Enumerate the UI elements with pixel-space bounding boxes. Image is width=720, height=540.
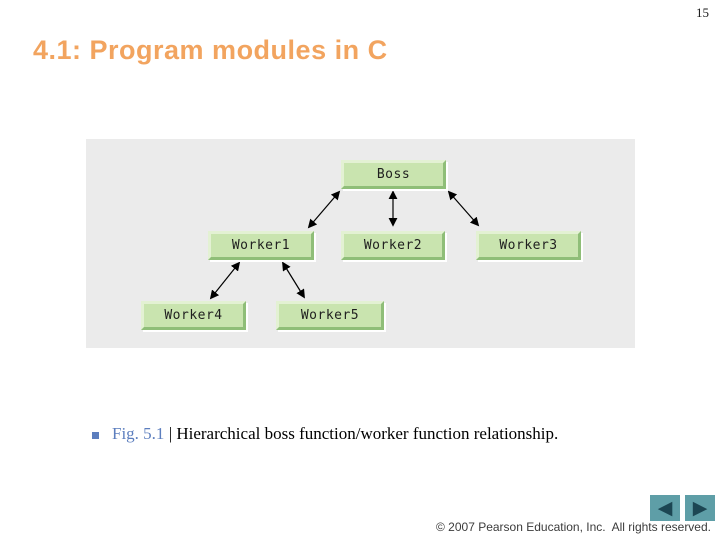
figure-caption: Fig. 5.1 | Hierarchical boss function/wo… [92, 424, 652, 444]
node-worker4: Worker4 [141, 301, 246, 330]
node-boss: Boss [341, 160, 446, 189]
node-worker5: Worker5 [276, 301, 384, 330]
page-number: 15 [696, 5, 709, 20]
caption-text: | Hierarchical boss function/worker func… [164, 424, 559, 443]
edge-boss-worker3 [447, 190, 480, 227]
node-worker3: Worker3 [476, 231, 581, 260]
nav-buttons: ◀ ▶ [650, 495, 715, 521]
edge-worker1-worker4 [209, 261, 241, 300]
caption-figure-label: Fig. 5.1 [112, 424, 165, 443]
node-worker1: Worker1 [208, 231, 314, 260]
edge-boss-worker1 [307, 190, 341, 229]
diagram-edges [209, 190, 480, 300]
node-worker2: Worker2 [341, 231, 445, 260]
edge-worker1-worker5 [282, 261, 305, 299]
next-triangle-icon: ▶ [692, 496, 708, 519]
page-title: 4.1: Program modules in C [33, 35, 388, 65]
copyright-text: © 2007 Pearson Education, Inc. All right… [436, 520, 711, 534]
prev-triangle-icon: ◀ [657, 496, 673, 519]
nav-next-button[interactable]: ▶ [685, 495, 715, 521]
nav-prev-button[interactable]: ◀ [650, 495, 680, 521]
bullet-square-icon [92, 431, 99, 439]
